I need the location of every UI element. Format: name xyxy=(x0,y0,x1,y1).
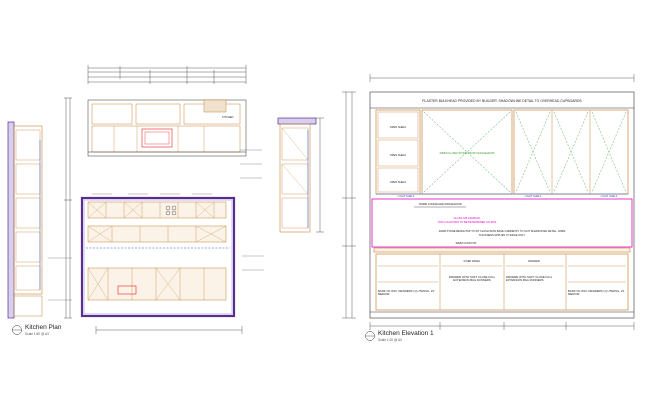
elevation-frame xyxy=(369,91,635,319)
light-shelf-3: LIGHT SHELF xyxy=(601,194,618,198)
kitchen-plan: KITCHEN xyxy=(7,65,324,336)
join-locations-label: JOIN LOCATIONS TO BE DETERMINED ON SITE xyxy=(438,220,497,224)
fixed-panel-label: FIXED PANEL xyxy=(464,259,481,263)
concealed-rangehood-label: 730MM CONCEALED RANGEHOOD xyxy=(418,202,461,206)
elevation-dimension-lines xyxy=(342,74,635,330)
plan-dimension-lines xyxy=(64,65,324,334)
stone-front-label: 20MM FLUTED STONE FRONT RANGEHOOD xyxy=(440,151,495,155)
base-cabinets: FIXED PANEL DRAWER DRAWER WITH SOFT CLOS… xyxy=(375,253,629,311)
bulkhead-note: PLASTER BULKHEAD PROVIDED BY BUILDER. SH… xyxy=(422,99,582,103)
kitchen-elevation: PLASTER BULKHEAD PROVIDED BY BUILDER. SH… xyxy=(342,74,635,342)
open-shelf-2: OPEN SHELF xyxy=(390,153,407,157)
elevation-title-block: Kitchen Elevation 1 Scale 1:20 @ A3 xyxy=(365,330,434,342)
plan-right-wall-cabinet xyxy=(277,117,317,233)
plan-title: Kitchen Plan xyxy=(25,324,62,331)
overhead-cupboards: OPEN SHELF OPEN SHELF OPEN SHELF 20MM FL… xyxy=(375,109,629,198)
drawer-label: DRAWER xyxy=(528,259,540,263)
drawer-soft-close-2: DRAWER WITH SOFT CLOSE FULL EXTENSION BA… xyxy=(506,276,553,283)
plan-scale: Scale 1:50 @ A3 xyxy=(25,332,49,336)
plan-left-wall-cabinet xyxy=(7,121,43,319)
elevation-title: Kitchen Elevation 1 xyxy=(378,330,434,337)
bank-drawers-right-wrap: BANK OF 3NO. DRAWERS (1) UTENSIL, 2X MED… xyxy=(568,290,625,297)
plan-upper-elevation: KITCHEN xyxy=(87,99,247,157)
plan-room xyxy=(48,149,264,318)
bank-drawers-right: BANK OF 3NO. DRAWERS (1) UTENSIL, 2X MED… xyxy=(568,290,625,297)
benchtop xyxy=(373,247,631,253)
bank-drawers-left: BANK OF 3NO. DRAWERS (1) UTENSIL, 2X MED… xyxy=(378,290,435,297)
drawer-soft-close-2-wrap: DRAWER WITH SOFT CLOSE FULL EXTENSION BA… xyxy=(506,276,553,283)
light-shelf-2: LIGHT SHELF xyxy=(525,194,542,198)
light-shelf-1: LIGHT SHELF xyxy=(398,194,415,198)
drawer-soft-close-1: DRAWER WITH SOFT CLOSE FULL EXTENSION BA… xyxy=(448,276,496,283)
cooktop-label: 90MM COOKTOP xyxy=(456,241,477,245)
bank-drawers-left-wrap: BANK OF 3NO. DRAWERS (1) UTENSIL, 2X MED… xyxy=(378,290,435,297)
splashback-zone: 730MM CONCEALED RANGEHOOD GLASS SPLASHBA… xyxy=(371,198,633,248)
open-shelf-3: OPEN SHELF xyxy=(390,180,407,184)
plan-title-block: Kitchen Plan Scale 1:50 @ A3 xyxy=(12,324,62,336)
benchtop-note-2: THICKNESS APPLIES TO EDGE ONLY xyxy=(479,233,525,237)
benchtop-note-1: 40MM STONE BENCHTOP TO SIT FLUSH WITH BA… xyxy=(439,229,566,233)
open-shelf-1: OPEN SHELF xyxy=(390,125,407,129)
glass-splashback-label: GLASS SPLASHBACK xyxy=(454,216,481,220)
drawer-soft-close-1-wrap: DRAWER WITH SOFT CLOSE FULL EXTENSION BA… xyxy=(448,276,496,283)
elevation-scale: Scale 1:20 @ A3 xyxy=(378,338,402,342)
plan-kitchen-label: KITCHEN xyxy=(222,115,234,119)
